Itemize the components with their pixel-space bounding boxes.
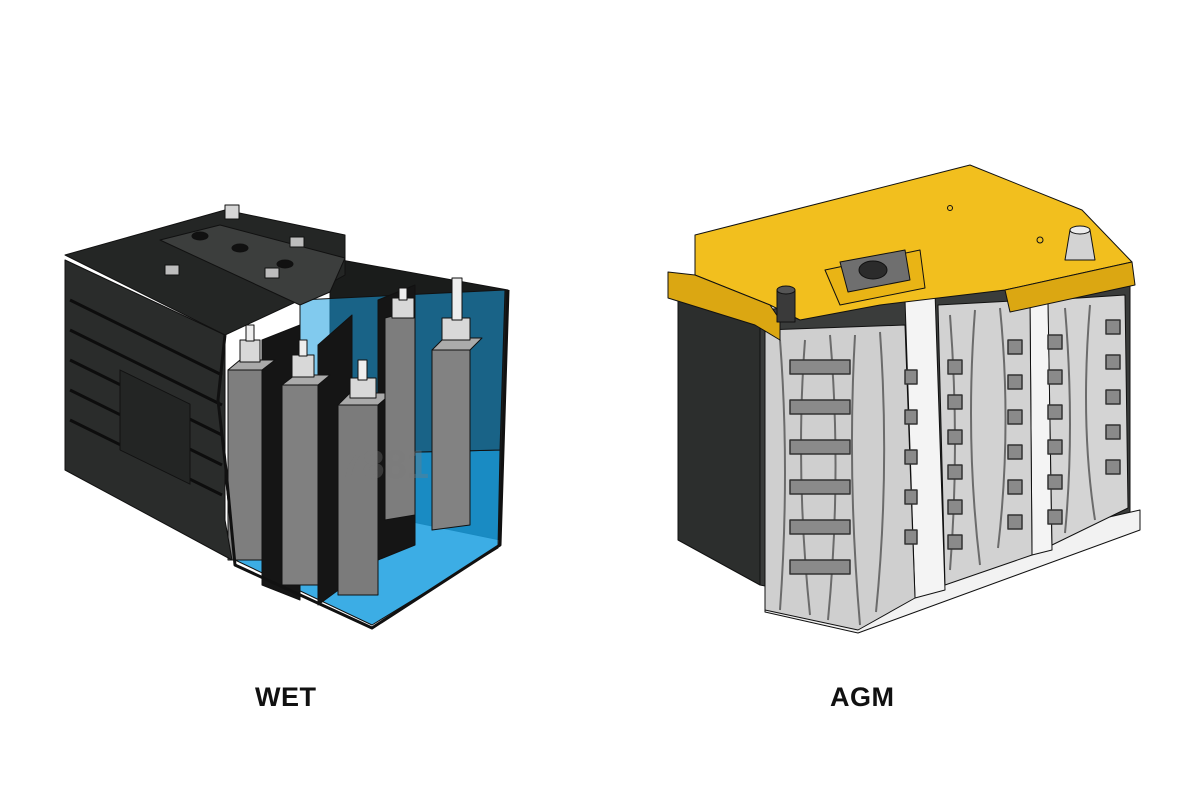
wet-plate-block	[431, 277, 483, 531]
wet-battery-illustration	[64, 204, 510, 630]
agm-lid-front	[667, 271, 781, 341]
agm-lid-dot	[947, 205, 953, 211]
wet-plate-block	[281, 339, 331, 586]
agm-terminal-right-top	[1069, 225, 1091, 235]
wet-vent-cap	[231, 243, 249, 253]
wet-top-vent-strip	[159, 224, 346, 306]
agm-case-left	[677, 289, 761, 586]
wet-plate-block	[337, 359, 393, 596]
agm-vent-plug	[858, 260, 888, 280]
agm-cell	[764, 324, 918, 631]
agm-cell	[937, 299, 1033, 586]
agm-cell	[1047, 294, 1129, 546]
agm-battery-illustration	[667, 164, 1141, 634]
wet-marker	[264, 267, 280, 279]
wet-plate-block	[227, 324, 276, 561]
wet-marker	[164, 264, 180, 276]
wet-label-panel	[119, 369, 191, 485]
wet-label: WET	[255, 682, 317, 712]
wet-vent-cap	[191, 231, 209, 241]
watermark-text: 7881	[340, 443, 429, 487]
agm-terminal-left	[776, 289, 796, 323]
agm-terminal-left-top	[776, 285, 796, 295]
agm-lid-right-edge	[1004, 261, 1136, 313]
wet-cut-edge	[216, 289, 510, 630]
wet-terminal-post	[224, 204, 240, 220]
agm-lid-dot	[1036, 236, 1044, 244]
wet-vent-cap	[276, 259, 294, 269]
wet-plate-block	[384, 287, 416, 521]
wet-marker	[289, 236, 305, 248]
agm-label: AGM	[830, 682, 895, 712]
